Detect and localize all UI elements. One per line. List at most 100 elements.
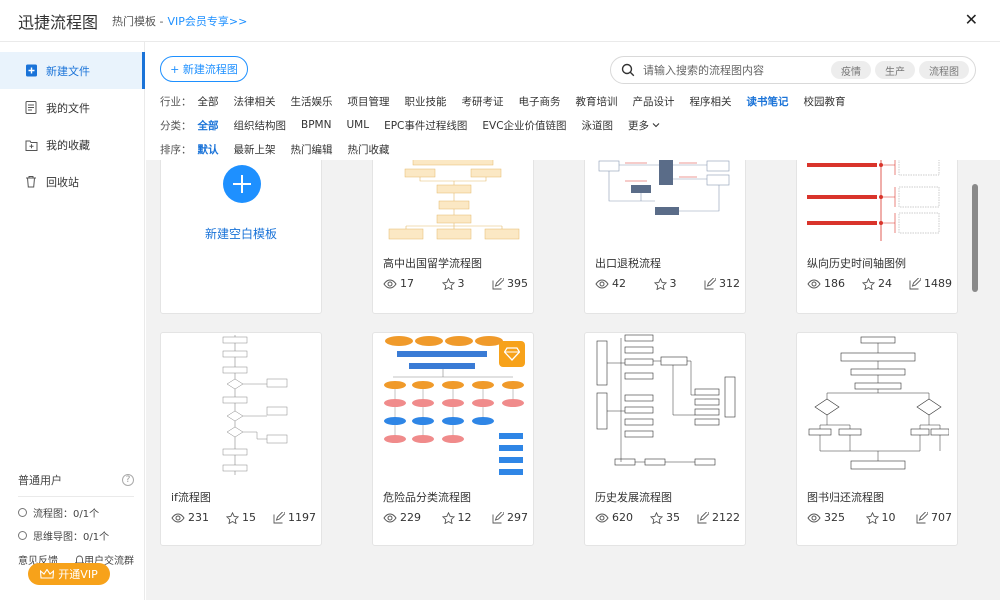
edit-icon <box>916 511 928 523</box>
template-grid: 新建空白模板 高中出国留学流程图 17 3 395 <box>146 160 1000 600</box>
sort-filter-row: 排序： 默认 最新上架 热门编辑 热门收藏 <box>160 141 405 157</box>
sidebar-item-my-files[interactable]: 我的文件 <box>0 89 144 126</box>
sort-option[interactable]: 热门编辑 <box>290 143 333 156</box>
vip-exclusive-link[interactable]: VIP会员专享>> <box>167 14 248 28</box>
industry-option[interactable]: 生活娱乐 <box>290 95 333 108</box>
template-thumbnail <box>595 333 737 479</box>
sidebar-item-label: 新建文件 <box>46 64 90 78</box>
category-option[interactable]: 泳道图 <box>581 119 614 132</box>
sidebar-item-favorites[interactable]: 我的收藏 <box>0 126 144 163</box>
views-icon <box>807 512 821 523</box>
check-circle-icon <box>18 531 27 540</box>
search-tag-epidemic[interactable]: 疫情 <box>831 61 871 79</box>
edit-icon <box>492 277 504 289</box>
flowchart-quota: 流程图：0/1个 <box>18 505 134 520</box>
document-icon <box>24 101 38 115</box>
app-title: 迅捷流程图 <box>18 12 99 32</box>
template-thumbnail <box>595 160 737 241</box>
industry-option-selected[interactable]: 读书笔记 <box>746 95 789 108</box>
template-card[interactable]: 高中出国留学流程图 17 3 395 <box>372 160 534 314</box>
template-thumbnail <box>807 160 949 241</box>
template-card[interactable]: 历史发展流程图 620 35 2122 <box>584 332 746 546</box>
category-option[interactable]: BPMN <box>301 119 332 131</box>
edit-icon <box>704 277 716 289</box>
vip-diamond-icon <box>499 341 525 367</box>
industry-option[interactable]: 电子商务 <box>518 95 561 108</box>
search-box: 疫情 生产 流程图 <box>610 56 976 84</box>
sidebar-item-label: 我的收藏 <box>46 138 90 152</box>
new-blank-template-card[interactable]: 新建空白模板 <box>160 160 322 314</box>
feedback-link[interactable]: 意见反馈 <box>18 556 58 567</box>
industry-option[interactable]: 产品设计 <box>632 95 675 108</box>
sidebar-item-label: 回收站 <box>46 175 79 189</box>
industry-option[interactable]: 考研考证 <box>461 95 504 108</box>
user-info-panel: 普通用户 ? 流程图：0/1个 思维导图：0/1个 意见反馈 用户交流群 <box>18 472 134 567</box>
close-button[interactable]: ✕ <box>964 10 978 29</box>
category-option[interactable]: EPC事件过程线图 <box>384 119 468 132</box>
template-title: if流程图 <box>171 491 211 504</box>
search-icon <box>621 63 635 77</box>
industry-label: 行业： <box>160 95 192 108</box>
edit-icon <box>909 277 921 289</box>
edit-icon <box>697 511 709 523</box>
favorite-folder-icon <box>24 138 38 152</box>
sidebar-item-recycle-bin[interactable]: 回收站 <box>0 163 144 200</box>
trash-icon <box>24 175 38 189</box>
template-stats: 17 3 395 <box>383 277 528 290</box>
template-stats: 229 12 297 <box>383 511 528 524</box>
industry-option[interactable]: 校园教育 <box>803 95 846 108</box>
sort-option-selected[interactable]: 默认 <box>197 143 219 156</box>
industry-option[interactable]: 法律相关 <box>233 95 276 108</box>
star-icon <box>862 277 875 290</box>
vertical-scrollbar-thumb[interactable] <box>972 184 978 292</box>
views-icon <box>171 512 185 523</box>
search-input[interactable] <box>643 63 823 77</box>
template-card[interactable]: 出口退税流程 42 3 312 <box>584 160 746 314</box>
category-option[interactable]: EVC企业价值链图 <box>482 119 567 132</box>
category-filter-row: 分类： 全部 组织结构图 BPMN UML EPC事件过程线图 EVC企业价值链… <box>160 117 675 133</box>
star-icon <box>865 511 879 524</box>
template-title: 纵向历史时间轴图例 <box>807 257 906 270</box>
industry-option[interactable]: 程序相关 <box>689 95 732 108</box>
mindmap-quota: 思维导图：0/1个 <box>18 528 134 543</box>
template-card[interactable]: 纵向历史时间轴图例 186 24 1489 <box>796 160 958 314</box>
sidebar-item-new-file[interactable]: 新建文件 <box>0 52 145 89</box>
help-icon[interactable]: ? <box>122 474 134 486</box>
industry-option[interactable]: 项目管理 <box>347 95 390 108</box>
template-title: 危险品分类流程图 <box>383 491 471 504</box>
plus-icon <box>223 165 261 203</box>
edit-icon <box>273 511 285 523</box>
category-option-selected[interactable]: 全部 <box>197 119 219 132</box>
search-tag-flowchart[interactable]: 流程图 <box>919 61 969 79</box>
template-title: 历史发展流程图 <box>595 491 672 504</box>
star-icon <box>226 511 239 524</box>
new-flowchart-button[interactable]: + 新建流程图 <box>160 56 248 82</box>
industry-option[interactable]: 教育培训 <box>575 95 618 108</box>
views-icon <box>383 278 397 289</box>
template-thumbnail <box>171 333 313 479</box>
template-thumbnail <box>807 333 949 479</box>
sort-option[interactable]: 最新上架 <box>233 143 276 156</box>
star-icon <box>653 277 667 290</box>
sort-option[interactable]: 热门收藏 <box>347 143 390 156</box>
template-card[interactable]: if流程图 231 15 1197 <box>160 332 322 546</box>
open-vip-button[interactable]: 开通VIP <box>28 563 110 585</box>
sidebar-item-label: 我的文件 <box>46 101 90 115</box>
check-circle-icon <box>18 508 27 517</box>
template-card[interactable]: 危险品分类流程图 229 12 297 <box>372 332 534 546</box>
industry-option[interactable]: 职业技能 <box>404 95 447 108</box>
industry-option[interactable]: 全部 <box>197 95 219 108</box>
sidebar: 新建文件 我的文件 我的收藏 回收站 普通用户 ? 流程图：0/1个 思维导图：… <box>0 42 145 600</box>
category-label: 分类： <box>160 119 192 132</box>
crown-icon <box>40 568 55 579</box>
star-icon <box>650 511 663 524</box>
category-more-dropdown[interactable]: 更多 <box>628 118 660 133</box>
template-thumbnail <box>383 160 525 241</box>
template-stats: 186 24 1489 <box>807 277 952 290</box>
search-tag-production[interactable]: 生产 <box>875 61 915 79</box>
template-card[interactable]: 图书归还流程图 325 10 707 <box>796 332 958 546</box>
hot-templates-label: 热门模板 - <box>112 14 164 28</box>
category-option[interactable]: UML <box>346 119 370 131</box>
category-option[interactable]: 组织结构图 <box>233 119 287 132</box>
views-icon <box>807 278 821 289</box>
